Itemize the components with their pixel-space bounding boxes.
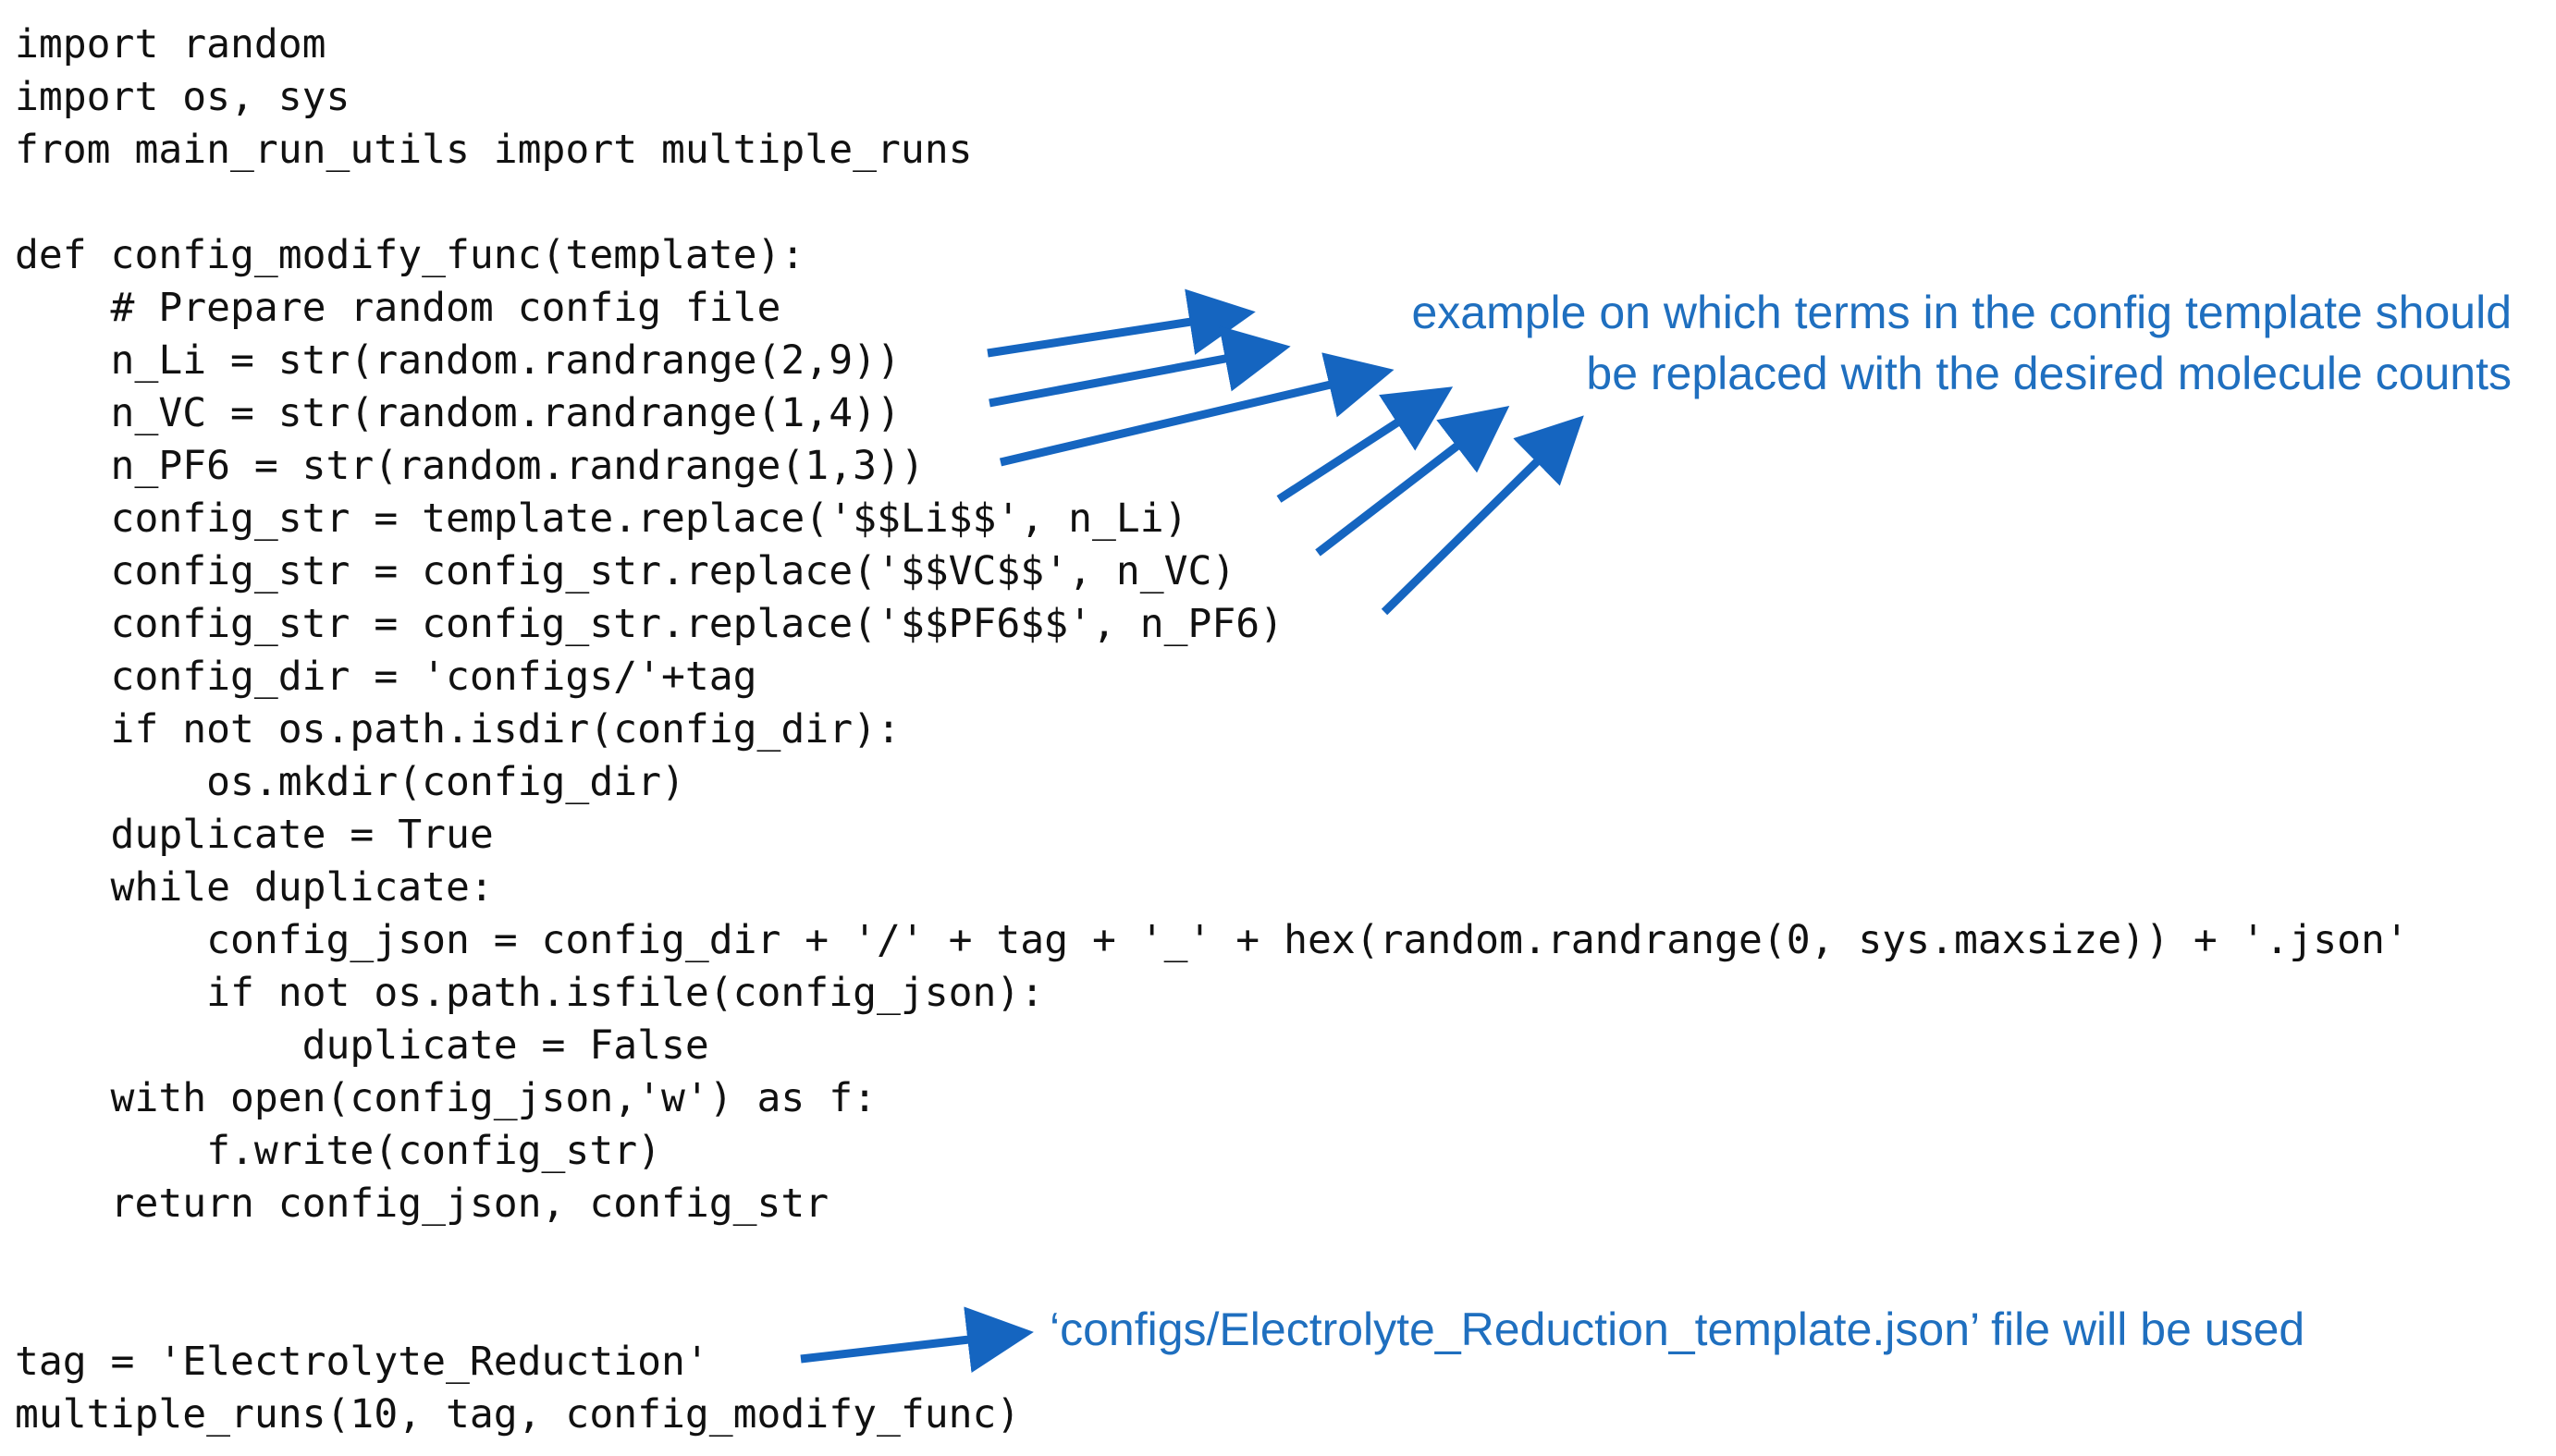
code-line: def config_modify_func(template): [15, 232, 805, 278]
code-line: n_VC = str(random.randrange(1,4)) [15, 390, 901, 436]
code-line: duplicate = True [15, 812, 494, 858]
arrow-replace-vc [1315, 406, 1510, 557]
replace-terms-annotation-line1: example on which terms in the config tem… [1411, 287, 2512, 338]
arrow-replace-pf6 [1381, 415, 1584, 616]
arrow-tag [800, 1306, 1034, 1373]
code-line: multiple_runs(10, tag, config_modify_fun… [15, 1391, 1021, 1438]
code-line: n_Li = str(random.randrange(2,9)) [15, 337, 901, 384]
arrow-replace-li [1276, 386, 1454, 503]
replace-terms-annotation-line2: be replaced with the desired molecule co… [1586, 348, 2512, 399]
template-file-annotation: ‘configs/Electrolyte_Reduction_template.… [1050, 1303, 2305, 1355]
code-line: config_dir = 'configs/'+tag [15, 654, 757, 700]
code-line: config_str = template.replace('$$Li$$', … [15, 496, 1188, 542]
code-line: os.mkdir(config_dir) [15, 759, 685, 805]
code-line: from main_run_utils import multiple_runs [15, 127, 973, 173]
code-line: duplicate = False [15, 1022, 709, 1069]
code-line: with open(config_json,'w') as f: [15, 1075, 877, 1121]
code-line: config_json = config_dir + '/' + tag + '… [15, 917, 2409, 963]
code-line: tag = 'Electrolyte_Reduction' [15, 1339, 709, 1385]
code-line: if not os.path.isfile(config_json): [15, 970, 1045, 1016]
replace-terms-annotation: example on which terms in the config tem… [1411, 282, 2512, 404]
code-line: while duplicate: [15, 864, 494, 911]
code-line: f.write(config_str) [15, 1128, 661, 1174]
arrow-n-vc [989, 325, 1291, 408]
arrow-n-li [987, 288, 1256, 358]
code-line: return config_json, config_str [15, 1181, 829, 1227]
code-line: n_PF6 = str(random.randrange(1,3)) [15, 443, 925, 489]
code-line: config_str = config_str.replace('$$PF6$$… [15, 601, 1284, 647]
code-line: # Prepare random config file [15, 285, 781, 331]
code-line: import os, sys [15, 74, 350, 120]
code-line: config_str = config_str.replace('$$VC$$'… [15, 548, 1236, 594]
code-line: import random [15, 21, 326, 67]
code-line: if not os.path.isdir(config_dir): [15, 706, 901, 752]
arrow-n-pf6 [999, 352, 1395, 467]
